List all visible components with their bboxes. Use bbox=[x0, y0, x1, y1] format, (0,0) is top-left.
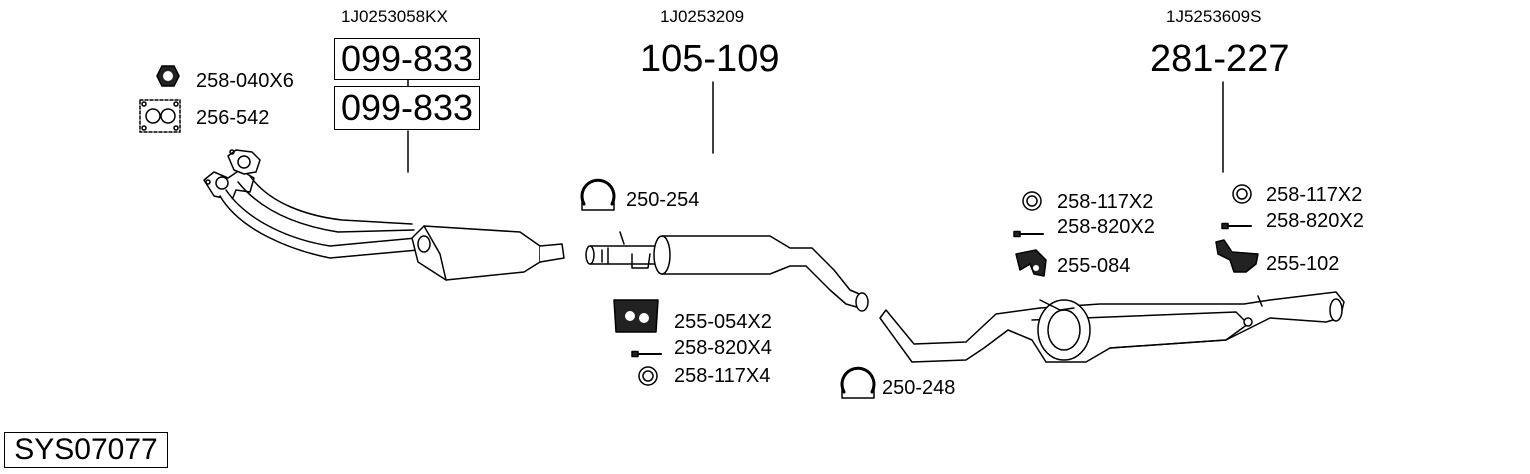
part-label-bolt-rear-right: 258-820X2 bbox=[1266, 210, 1364, 232]
system-code-box: SYS07077 bbox=[4, 432, 168, 468]
middle-silencer-drawing bbox=[585, 231, 869, 312]
part-label-nut: 258-040X6 bbox=[196, 70, 294, 92]
part-label-gasket: 256-542 bbox=[196, 107, 270, 129]
bracket-icon bbox=[1215, 239, 1259, 273]
part-number-middle: 105-109 bbox=[640, 38, 780, 80]
part-number-box-front-lower: 099-833 bbox=[334, 86, 480, 130]
clamp-icon bbox=[580, 178, 616, 211]
part-number-rear: 281-227 bbox=[1150, 38, 1290, 80]
part-number-box-front-upper: 099-833 bbox=[334, 38, 480, 80]
hanger-icon bbox=[1015, 249, 1047, 277]
part-label-bolt-rear-left: 258-820X2 bbox=[1057, 216, 1155, 238]
front-pipe-drawing bbox=[203, 149, 565, 281]
ring-icon bbox=[638, 366, 658, 386]
part-label-hanger: 255-084 bbox=[1057, 255, 1131, 277]
part-label-ring-rear-left: 258-117X2 bbox=[1057, 191, 1154, 213]
bolt-icon bbox=[1013, 230, 1045, 238]
ring-icon bbox=[1022, 191, 1042, 211]
part-label-ring-rear-right: 258-117X2 bbox=[1266, 184, 1363, 206]
bolt-icon bbox=[631, 350, 663, 358]
ring-icon bbox=[1232, 184, 1252, 204]
clamp-icon bbox=[840, 366, 876, 399]
part-label-bracket: 255-102 bbox=[1266, 253, 1340, 275]
oe-number-rear: 1J5253609S bbox=[1166, 7, 1262, 26]
gasket-icon bbox=[139, 99, 181, 133]
rear-muffler-drawing bbox=[879, 291, 1345, 363]
oe-number-middle: 1J0253209 bbox=[660, 7, 745, 26]
part-label-clamp-rear: 250-248 bbox=[882, 377, 956, 399]
rubber-mount-icon bbox=[613, 299, 659, 333]
part-label-ring-middle: 258-117X4 bbox=[674, 365, 771, 387]
part-label-clamp-front: 250-254 bbox=[626, 189, 700, 211]
part-label-rubber-mount: 255-054X2 bbox=[674, 311, 772, 333]
part-label-bolt-middle: 258-820X4 bbox=[674, 337, 772, 359]
bolt-icon bbox=[1221, 222, 1253, 230]
oe-number-front: 1J0253058KX bbox=[341, 7, 448, 26]
nut-icon bbox=[156, 65, 180, 87]
